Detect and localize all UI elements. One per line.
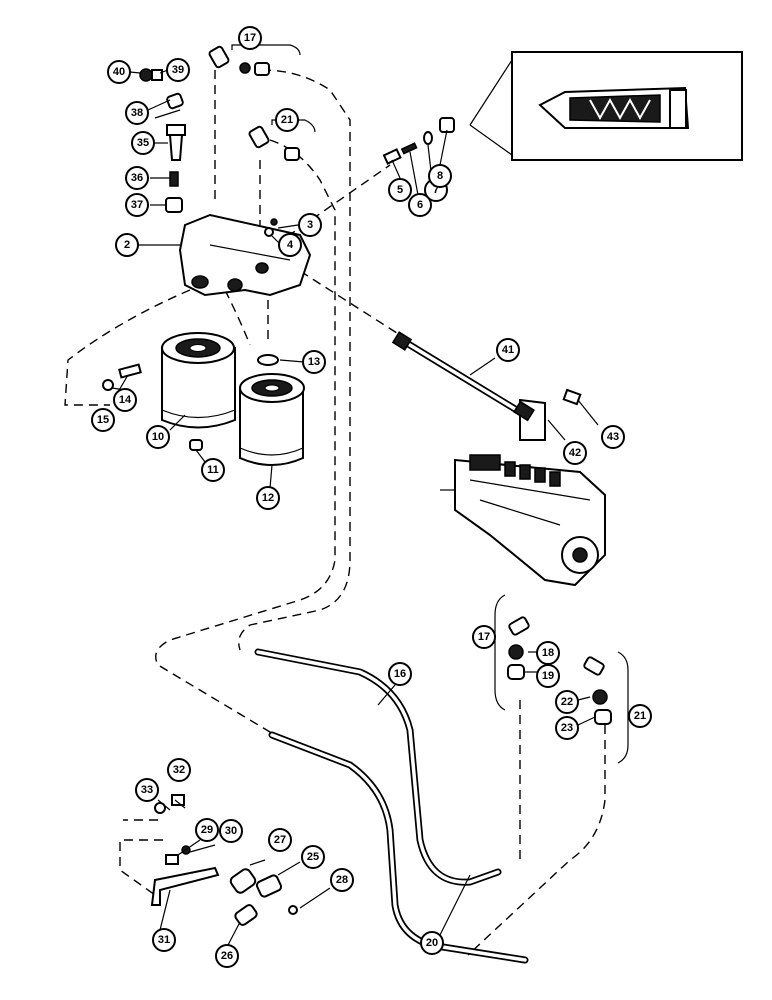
filter-head xyxy=(178,213,312,297)
callout-label: 7 xyxy=(433,184,439,196)
callout-label: 17 xyxy=(478,631,490,643)
callout-label: 31 xyxy=(158,934,170,946)
callout-3: 3 xyxy=(298,213,322,237)
callout-8: 8 xyxy=(428,164,452,188)
callout-label: 43 xyxy=(607,431,619,443)
callout-14: 14 xyxy=(113,388,137,412)
callout-label: 25 xyxy=(307,851,319,863)
callout-label: 10 xyxy=(152,431,164,443)
fuel-line-16 xyxy=(254,648,502,886)
callout-label: 17 xyxy=(244,32,256,44)
callout-label: 32 xyxy=(173,764,185,776)
filter-cartridge-10 xyxy=(161,332,236,429)
filter-cartridge-12 xyxy=(239,373,305,466)
callout-12: 12 xyxy=(256,486,280,510)
callout-15: 15 xyxy=(91,408,115,432)
callout-17-top: 17 xyxy=(238,26,262,50)
callout-31: 31 xyxy=(152,928,176,952)
injection-pump xyxy=(440,454,606,587)
callout-label: 39 xyxy=(172,64,184,76)
callout-43: 43 xyxy=(601,425,625,449)
callout-label: 5 xyxy=(397,184,403,196)
callout-label: 38 xyxy=(131,107,143,119)
callout-label: 28 xyxy=(336,874,348,886)
callout-label: 29 xyxy=(201,824,213,836)
callout-label: 41 xyxy=(502,344,514,356)
callout-label: 22 xyxy=(561,696,573,708)
callout-13: 13 xyxy=(302,350,326,374)
callout-label: 8 xyxy=(437,170,443,182)
callout-17-bottom: 17 xyxy=(472,625,496,649)
callout-5: 5 xyxy=(388,178,412,202)
callout-label: 4 xyxy=(287,239,294,251)
callout-label: 42 xyxy=(569,447,581,459)
callout-label: 18 xyxy=(542,647,554,659)
callout-20: 20 xyxy=(420,931,444,955)
callout-35: 35 xyxy=(131,131,155,155)
callout-label: 6 xyxy=(417,199,423,211)
callout-label: 2 xyxy=(124,239,130,251)
callout-29: 29 xyxy=(195,818,219,842)
callout-10: 10 xyxy=(146,425,170,449)
callout-4: 4 xyxy=(278,233,302,257)
callout-label: 23 xyxy=(561,722,573,734)
callout-label: 12 xyxy=(262,492,274,504)
callout-label: 16 xyxy=(394,668,406,680)
callout-42: 42 xyxy=(563,441,587,465)
callout-label: 19 xyxy=(542,670,554,682)
callout-label: 26 xyxy=(221,950,233,962)
callout-label: 27 xyxy=(274,834,286,846)
callout-40: 40 xyxy=(107,60,131,84)
callout-11: 11 xyxy=(201,458,225,482)
callout-37: 37 xyxy=(125,193,149,217)
callout-33: 33 xyxy=(135,778,159,802)
callout-label: 33 xyxy=(141,784,153,796)
callout-16: 16 xyxy=(388,662,412,686)
callout-2: 2 xyxy=(115,233,139,257)
check-valve-detail-inset xyxy=(469,51,743,161)
callout-21-right: 21 xyxy=(628,704,652,728)
callout-label: 37 xyxy=(131,199,143,211)
callout-26: 26 xyxy=(215,944,239,968)
fuel-line-20 xyxy=(268,731,529,964)
callout-22: 22 xyxy=(555,690,579,714)
callout-label: 14 xyxy=(119,394,132,406)
callout-27: 27 xyxy=(268,828,292,852)
callout-label: 13 xyxy=(308,356,320,368)
leader-lines xyxy=(111,69,599,946)
callout-label: 21 xyxy=(634,710,646,722)
callout-25: 25 xyxy=(301,845,325,869)
callout-21-top: 21 xyxy=(275,108,299,132)
fuel-pipe-41 xyxy=(391,331,535,422)
callout-28: 28 xyxy=(330,868,354,892)
callout-18: 18 xyxy=(536,641,560,665)
callout-label: 40 xyxy=(113,66,125,78)
callout-label: 21 xyxy=(281,114,293,126)
callout-36: 36 xyxy=(125,166,149,190)
callout-30: 30 xyxy=(219,819,243,843)
callout-label: 30 xyxy=(225,825,237,837)
callout-label: 35 xyxy=(137,137,149,149)
small-fittings xyxy=(102,45,612,926)
group-brackets xyxy=(231,44,629,764)
callout-38: 38 xyxy=(125,101,149,125)
callout-6: 6 xyxy=(408,193,432,217)
callout-32: 32 xyxy=(167,758,191,782)
callout-label: 11 xyxy=(207,464,219,476)
callout-19: 19 xyxy=(536,664,560,688)
callout-41: 41 xyxy=(496,338,520,362)
callout-23: 23 xyxy=(555,716,579,740)
callout-label: 15 xyxy=(97,414,109,426)
callout-label: 3 xyxy=(307,219,313,231)
callout-label: 20 xyxy=(426,937,438,949)
callout-39: 39 xyxy=(166,58,190,82)
callout-label: 36 xyxy=(131,172,143,184)
